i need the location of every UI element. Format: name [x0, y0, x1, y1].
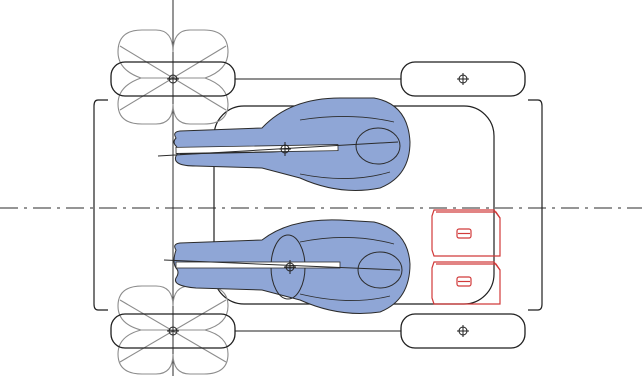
rear-seat-module-upper [431, 209, 501, 257]
crosshair-front-left-icon [167, 73, 179, 85]
rear-right-wheel [400, 313, 526, 349]
crosshair-occupant-lower-icon [284, 260, 296, 274]
crosshair-occupant-upper-icon [279, 142, 291, 156]
outer-bracket-right [528, 99, 543, 311]
occupant-upper [173, 97, 411, 191]
crosshair-front-right-icon [167, 325, 179, 337]
occupant-lower-axis [163, 259, 401, 271]
rear-seat-module-lower [431, 261, 501, 305]
crosshair-rear-left-icon [457, 73, 469, 85]
crosshair-rear-right-icon [457, 325, 469, 337]
outer-bracket-left [93, 99, 108, 311]
occupant-upper-axis [157, 141, 399, 157]
rear-left-wheel [400, 61, 526, 97]
